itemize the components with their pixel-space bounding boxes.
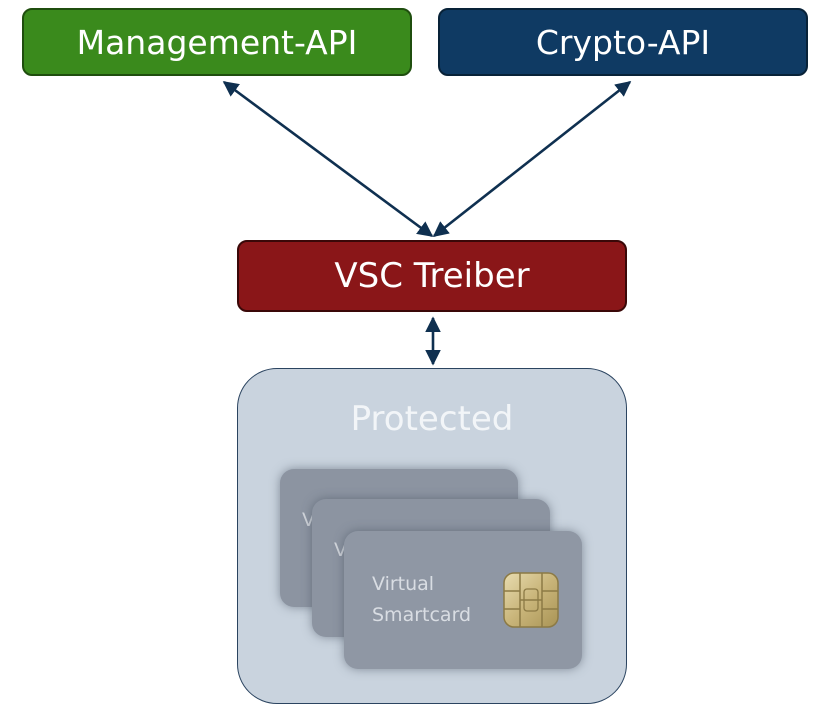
management-api-label: Management-API: [76, 22, 358, 62]
crypto-api-box: Crypto-API: [438, 8, 808, 76]
vsc-driver-label: VSC Treiber: [334, 256, 530, 296]
arrow-crypto-to-driver: [432, 80, 632, 238]
card-label-line1: Virtual: [372, 573, 435, 595]
crypto-api-label: Crypto-API: [535, 22, 711, 62]
smartcard-chip-icon: [503, 572, 559, 628]
protected-label: Protected: [350, 399, 514, 439]
virtual-smartcard-front: Virtual Smartcard: [344, 531, 582, 669]
management-api-box: Management-API: [22, 8, 412, 76]
vsc-driver-box: VSC Treiber: [237, 240, 627, 312]
protected-zone: Protected Virtual Virtual Virtual Smartc…: [237, 368, 627, 704]
arrow-management-to-driver: [222, 80, 434, 238]
card-label-line2: Smartcard: [372, 604, 472, 626]
